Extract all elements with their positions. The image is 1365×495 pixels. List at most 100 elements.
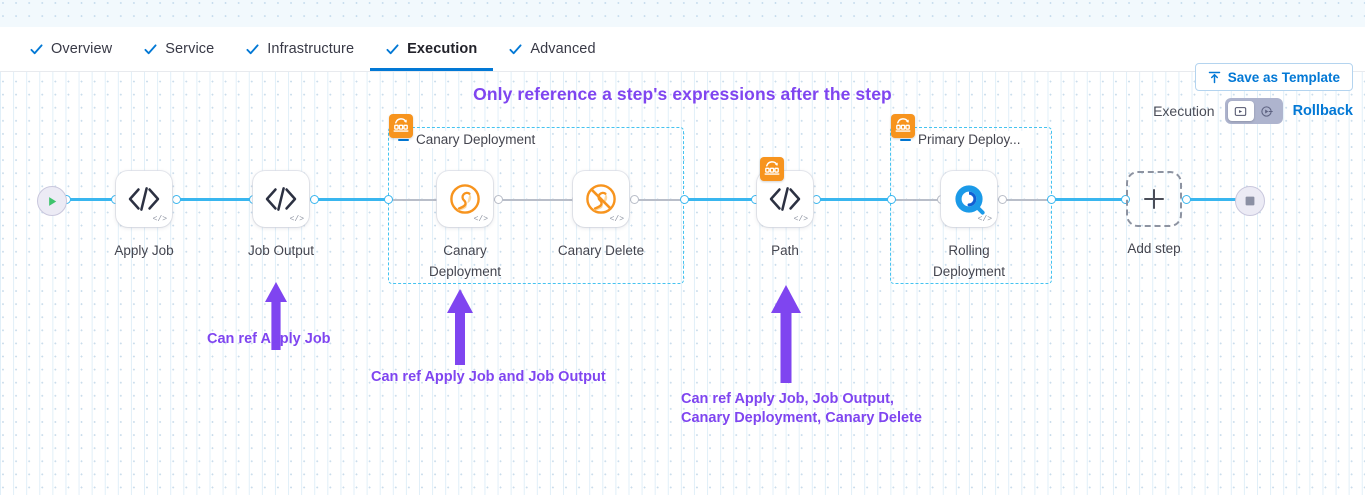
code-badge: </> [152,215,167,224]
port-rolling-out[interactable] [998,195,1007,204]
edge-primarygroup-out [998,199,1052,201]
edge-canary-to-delete [494,199,578,201]
save-as-template-button[interactable]: Save as Template [1194,63,1353,91]
edge-start-applyjob [66,198,116,201]
step-label-line2: Deployment [932,264,1006,279]
tab-label: Service [165,41,215,57]
check-icon [144,43,157,54]
check-icon [509,43,522,54]
port-primarygroup-in[interactable] [887,195,896,204]
step-label-path: Path [771,243,799,258]
annotation-canary: Can ref Apply Job and Job Output [371,369,606,385]
code-badge: </> [977,215,992,224]
code-badge: </> [793,215,808,224]
port-addstep-in[interactable] [1121,195,1130,204]
code-icon [128,187,160,211]
port-primarygroup-out[interactable] [1047,195,1056,204]
edge-addstep-end [1182,198,1242,201]
tab-service[interactable]: Service [128,27,230,71]
edge-primarygroup-in [892,199,942,201]
primary-group-step-badge[interactable] [891,114,915,138]
step-node-job-output[interactable]: </> [253,171,309,227]
check-icon [30,43,43,54]
step-node-canary-deployment[interactable]: </> [437,171,493,227]
tab-label: Execution [407,41,478,57]
canary-deployment-group[interactable] [388,127,684,284]
step-label-line1: Canary [443,243,487,258]
step-label-line1: Rolling [948,243,990,258]
annotation-apply-job: Can ref Apply Job [207,331,331,347]
add-step-label: Add step [1127,241,1181,256]
port-canary-out[interactable] [494,195,503,204]
rolling-deployment-icon [955,185,985,215]
add-step-button[interactable] [1126,171,1182,227]
edge-canarygroup-path [682,198,756,201]
start-node[interactable] [37,186,67,216]
collapse-icon[interactable] [398,138,409,141]
play-icon [48,196,56,206]
port-path-out[interactable] [812,195,821,204]
execution-view-icon [1234,106,1247,116]
edge-path-primarygroup [813,198,893,201]
path-step-group-badge[interactable] [760,157,784,181]
canary-icon [450,184,480,214]
execution-controls: Execution Rollback [1153,98,1353,124]
port-canarygroup-out[interactable] [680,195,689,204]
step-label-line2: Deployment [428,264,502,279]
port-applyjob-out[interactable] [172,195,181,204]
tab-bar: Overview Service Infrastructure Executio… [0,27,1365,91]
port-addstep-out[interactable] [1182,195,1191,204]
annotation-arrow-apply-job [265,282,287,350]
canary-deployment-group-title[interactable]: Canary Deployment [396,131,542,148]
tab-overview[interactable]: Overview [14,27,128,71]
end-node[interactable] [1235,186,1265,216]
tab-advanced[interactable]: Advanced [493,27,611,71]
tab-execution[interactable]: Execution [370,27,494,71]
check-icon [386,43,399,54]
edge-primarygroup-addstep [1050,198,1128,201]
code-icon [265,187,297,211]
port-canarydelete-out[interactable] [630,195,639,204]
tab-label: Overview [51,41,113,57]
group-title-label: Canary Deployment [416,132,536,147]
check-icon [246,43,259,54]
code-badge: </> [609,215,624,224]
step-label-apply-job: Apply Job [114,243,174,258]
rollback-link[interactable]: Rollback [1292,103,1353,119]
toggle-execution-view[interactable] [1227,101,1254,121]
edge-canarygroup-in [390,199,446,201]
toggle-rollback-view[interactable] [1254,101,1280,121]
annotation-path-line2: Canary Deployment, Canary Delete [681,410,922,426]
step-node-canary-delete[interactable]: </> [573,171,629,227]
port-joboutput-out[interactable] [310,195,319,204]
annotation-path-line1: Can ref Apply Job, Job Output, [681,391,894,407]
step-node-apply-job[interactable]: </> [116,171,172,227]
primary-deployment-group[interactable] [890,127,1052,284]
code-badge: </> [289,215,304,224]
port-canarygroup-in[interactable] [384,195,393,204]
step-group-icon [393,118,409,132]
annotation-arrow-canary [447,289,473,365]
step-label-job-output: Job Output [247,243,315,258]
step-group-icon [895,118,911,132]
execution-label: Execution [1153,103,1215,119]
stop-icon [1245,196,1255,206]
plus-icon [1144,189,1164,209]
upload-template-icon [1208,71,1220,83]
collapse-icon[interactable] [900,138,911,141]
code-icon [769,187,801,211]
tab-label: Infrastructure [267,41,355,57]
execution-rollback-toggle[interactable] [1224,98,1283,124]
step-node-rolling-deployment[interactable]: </> [941,171,997,227]
canary-group-step-badge[interactable] [389,114,413,138]
step-label-canary-delete: Canary Delete [557,243,645,258]
primary-deployment-group-title[interactable]: Primary Deploy... [898,131,1027,148]
annotation-arrow-path [771,285,801,383]
save-as-template-label: Save as Template [1227,69,1340,85]
edge-applyjob-joboutput [175,198,253,201]
tab-infrastructure[interactable]: Infrastructure [230,27,370,71]
group-title-label: Primary Deploy... [918,132,1021,147]
page-headline: Only reference a step's expressions afte… [473,84,892,104]
